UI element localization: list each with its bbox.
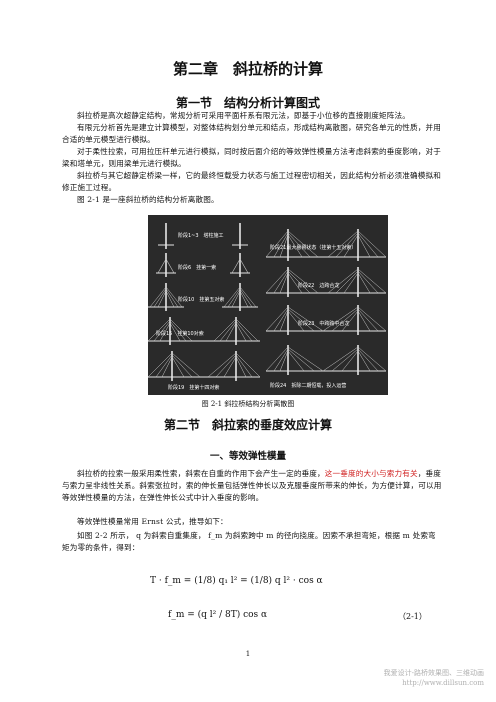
paragraph-3: 对于柔性拉索，可用拉压杆单元进行模拟，同时按后面介绍的等效弹性模量方法考虑斜索的…: [62, 147, 441, 168]
paragraph-7: 等效弹性模量常用 Ernst 公式，推导如下：: [77, 517, 228, 526]
stage-label-22: 阶段22 边跨合龙: [298, 282, 339, 289]
stage-6-diagram: [156, 253, 250, 277]
bridge-stages-drawing: 阶段1~3 塔柱施工 阶段6 挂第一索 阶段10 挂第五对索 阶段15 挂第10…: [147, 223, 387, 391]
stage-label-10: 阶段10 挂第五对索: [178, 296, 224, 303]
stage-label-6: 阶段6 挂第一索: [178, 264, 216, 271]
paragraph-6-part-a: 斜拉桥的拉索一般采用柔性索，斜索在自重的作用下会产生一定的垂度，: [77, 469, 325, 478]
stage-23-diagram: [265, 305, 387, 335]
paragraph-2: 有限元分析首先是建立计算模型，对整体结构划分单元和结点，形成结构离散图，研究各单…: [62, 123, 441, 144]
stage-22-diagram: [265, 267, 387, 297]
watermark-line-1: 我爱设计-路桥效果图、三维动画: [383, 669, 484, 677]
stage-19-diagram: [147, 351, 261, 381]
formula-2: f_m = (q l² / 8T) cos α: [168, 610, 268, 620]
paragraph-5: 图 2-1 是一座斜拉桥的结构分析离散图。: [77, 195, 219, 204]
stage-1-3-diagram: [158, 223, 248, 249]
watermark-line-2: http://www.dillsun.com: [402, 679, 484, 687]
section-2-title: 第二节 斜拉索的垂度效应计算: [163, 418, 332, 432]
stage-label-1: 阶段1~3 塔柱施工: [178, 232, 224, 239]
page-number: 1: [245, 650, 251, 658]
section-1-title: 第一节 结构分析计算图式: [175, 96, 320, 110]
bridge-stages-figure: 阶段1~3 塔柱施工 阶段6 挂第一索 阶段10 挂第五对索 阶段15 挂第10…: [147, 215, 388, 395]
stage-label-23: 阶段23 中跨跨中合龙: [298, 320, 349, 327]
stage-label-15: 阶段15 挂第10对索: [156, 330, 204, 337]
stage-label-19: 阶段19 挂第十四对索: [168, 384, 219, 391]
paragraph-4: 斜拉桥与其它超静定桥梁一样，它的最终恒载受力状态与施工过程密切相关，因此结构分析…: [62, 171, 441, 192]
stage-10-diagram: [148, 283, 258, 311]
stage-label-21: 阶段21最大悬臂状态（挂第十五对索）: [270, 244, 356, 251]
equation-number: （2-1）: [398, 612, 427, 621]
paragraph-1: 斜拉桥是高次超静定结构，常规分析可采用平面杆系有限元法，即基于小位移的直接刚度矩…: [77, 111, 410, 120]
paragraph-6-part-b: ，垂度与索力呈非线性关系。斜索张拉时，索的伸长量包括弹性伸长以及克服垂度所带来的…: [62, 469, 442, 502]
paragraph-8: 如图 2-2 所示， q 为斜索自重集度， f_m 为斜索跨中 m 的径向挠度。…: [62, 531, 436, 552]
highlighted-text: 这一垂度的大小与索力有关: [324, 469, 418, 478]
watermark: 我爱设计-路桥效果图、三维动画 http://www.dillsun.com: [384, 668, 484, 688]
chapter-title: 第二章 斜拉桥的计算: [172, 60, 323, 78]
stage-21-diagram: [265, 229, 387, 261]
stage-15-diagram: [147, 317, 260, 345]
subsection-title: 一、等效弹性模量: [209, 451, 286, 462]
figure-caption: 图 2-1 斜拉桥结构分析离散图: [201, 400, 295, 408]
formula-1: T · f_m = (1/8) q₁ l² = (1/8) q l² · cos…: [150, 576, 323, 586]
stage-24-diagram: [265, 345, 387, 375]
paragraph-6: 斜拉桥的拉索一般采用柔性索，斜索在自重的作用下会产生一定的垂度，这一垂度的大小与…: [62, 468, 442, 504]
stage-label-24: 阶段24 拆除二期恒载，投入运营: [270, 382, 346, 389]
